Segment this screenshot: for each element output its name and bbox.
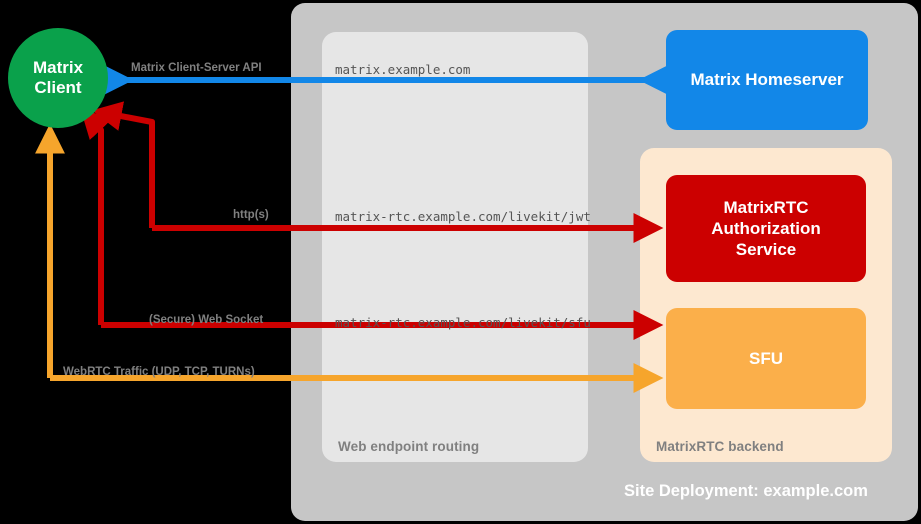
edge-label-https: http(s) [233,209,269,221]
label-web-endpoint-routing: Web endpoint routing [338,439,480,454]
endpoint-livekit-sfu: matrix-rtc.example.com/livekit/sfu [335,315,591,330]
node-auth-label-line1: MatrixRTC [723,197,809,217]
node-matrixrtc-authorization-service[interactable]: MatrixRTC Authorization Service [666,175,866,282]
node-matrix-homeserver[interactable]: Matrix Homeserver [666,30,868,130]
label-site-deployment: Site Deployment: example.com [624,482,868,500]
node-matrix-homeserver-label: Matrix Homeserver [690,70,844,90]
endpoint-livekit-jwt: matrix-rtc.example.com/livekit/jwt [335,209,591,224]
edge-label-webrtc-traffic: WebRTC Traffic (UDP, TCP, TURNs) [63,366,255,378]
node-matrix-client[interactable]: Matrix Client [8,28,108,128]
endpoint-matrix-example-com: matrix.example.com [335,62,471,77]
node-auth-label-line2: Authorization [711,218,821,238]
web-endpoint-routing-container [322,32,588,462]
edge-label-client-server-api: Matrix Client-Server API [131,62,262,74]
node-sfu[interactable]: SFU [666,308,866,409]
edge-label-secure-websocket: (Secure) Web Socket [149,314,264,326]
label-matrixrtc-backend: MatrixRTC backend [656,439,784,454]
node-auth-label-line3: Service [735,240,797,260]
node-sfu-label: SFU [749,348,783,368]
node-matrix-client-label-line1: Matrix [32,57,84,77]
node-matrix-client-label-line2: Client [34,78,82,97]
